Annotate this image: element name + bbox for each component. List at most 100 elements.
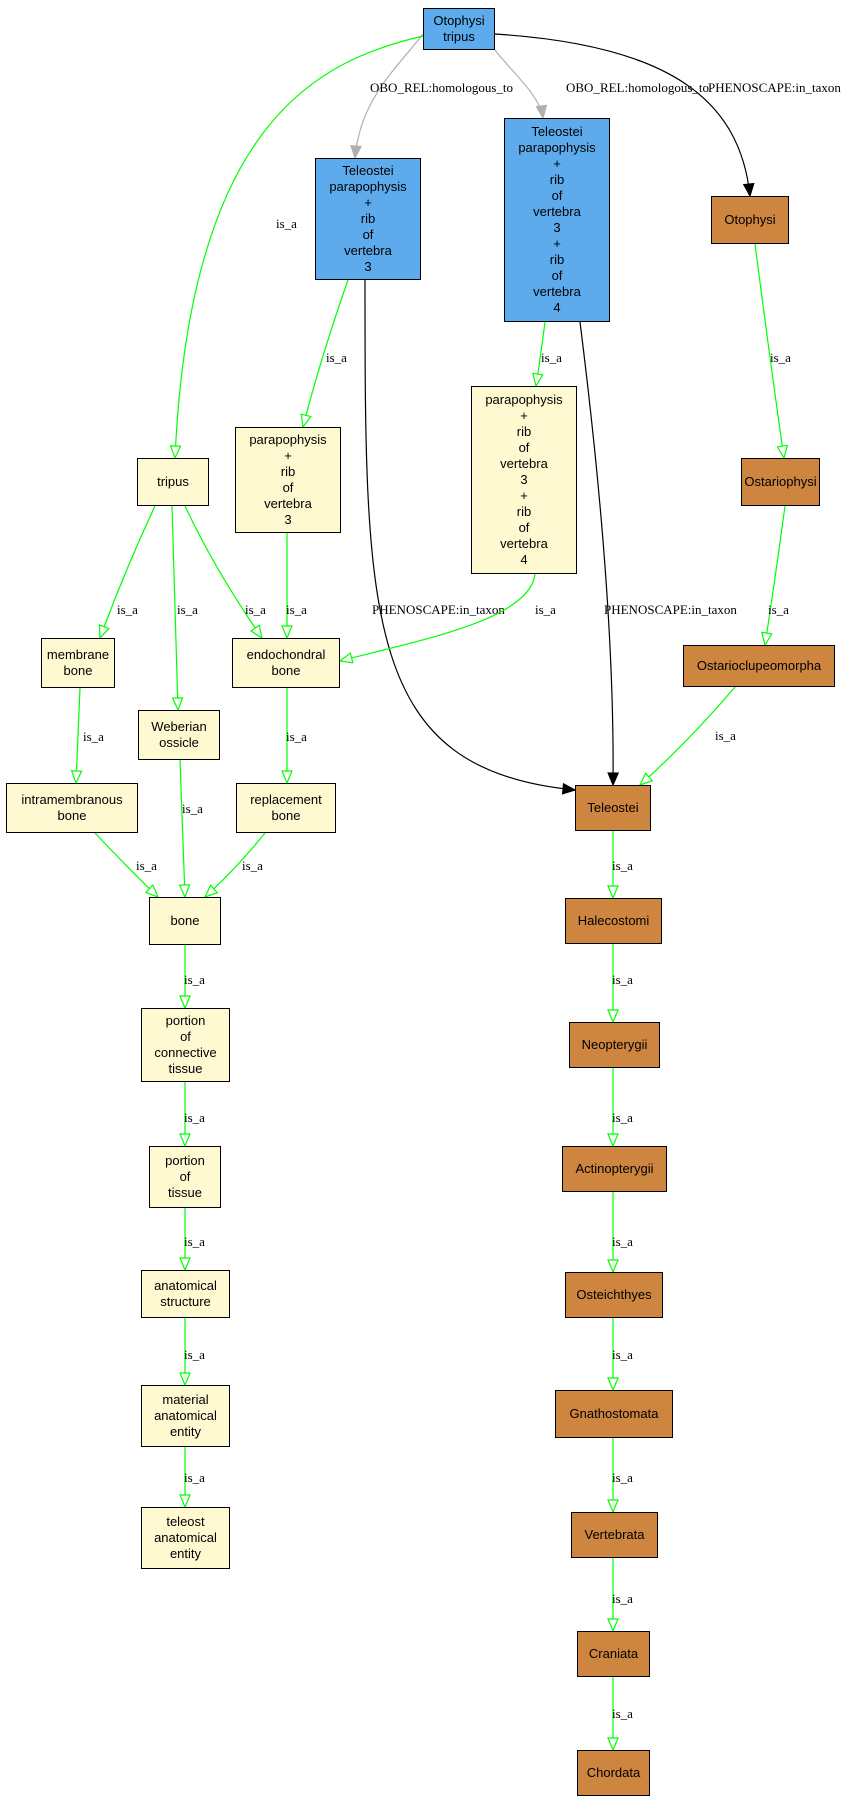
node-bone: bone <box>149 897 221 945</box>
arrowhead <box>281 770 293 785</box>
edge-label: is_a <box>184 1234 205 1249</box>
edge-label: is_a <box>177 602 198 617</box>
edge-label: is_a <box>770 350 791 365</box>
edge-label: is_a <box>326 350 347 365</box>
node-portion-ct: portion of connective tissue <box>141 1008 230 1082</box>
edge-label: is_a <box>245 602 266 617</box>
arrowhead <box>179 1257 191 1272</box>
arrowhead <box>535 104 548 120</box>
node-pp34: parapophysis + rib of vertebra 3 + rib o… <box>471 386 577 574</box>
edge-label: is_a <box>117 602 138 617</box>
edge-label: PHENOSCAPE:in_taxon <box>372 602 505 617</box>
node-intramembranous: intramembranous bone <box>6 783 138 833</box>
node-pp3: parapophysis + rib of vertebra 3 <box>235 427 341 533</box>
node-osteichthyes: Osteichthyes <box>565 1272 663 1318</box>
edge-label: is_a <box>276 216 297 231</box>
edge-label: is_a <box>83 729 104 744</box>
arrowhead <box>70 770 83 785</box>
arrowhead <box>179 995 191 1010</box>
node-endochondral: endochondral bone <box>232 638 340 688</box>
arrowhead <box>607 772 620 787</box>
edge-label: is_a <box>612 1706 633 1721</box>
edge-label: is_a <box>136 858 157 873</box>
arrowhead <box>607 1499 619 1514</box>
node-weberian: Weberian ossicle <box>138 710 220 760</box>
edge-label: is_a <box>612 858 633 873</box>
arrowhead <box>607 1009 619 1024</box>
node-neopterygii: Neopterygii <box>569 1022 660 1068</box>
node-craniata: Craniata <box>577 1631 650 1677</box>
edge-label: is_a <box>184 1347 205 1362</box>
edge-tel_pp3-teleostei <box>364 279 576 791</box>
node-actinopterygii: Actinopterygii <box>562 1146 667 1192</box>
arrowhead <box>300 413 312 429</box>
edge-label: is_a <box>184 1110 205 1125</box>
arrowhead <box>171 697 184 712</box>
edge-label: PHENOSCAPE:in_taxon <box>604 602 737 617</box>
node-ostarioclupeomorpha: Ostarioclupeomorpha <box>683 645 835 687</box>
edge-label: is_a <box>184 1470 205 1485</box>
edge-label: is_a <box>612 1470 633 1485</box>
arrowhead <box>607 885 619 900</box>
arrowhead <box>144 884 160 899</box>
arrowhead <box>203 884 219 899</box>
edge-label: is_a <box>286 602 307 617</box>
arrowhead <box>638 772 654 787</box>
arrowhead <box>179 1494 191 1509</box>
edge-otophysi_tripus-otophysi <box>494 33 751 197</box>
arrowhead <box>761 631 773 647</box>
edge-ostariophysi-ostarioclupeomorpha <box>764 505 786 646</box>
edge-otophysi_tripus-tel_pp3 <box>354 33 424 159</box>
arrowhead <box>532 372 544 388</box>
arrowhead <box>179 1372 191 1387</box>
arrowhead <box>281 625 293 640</box>
edge-label: is_a <box>612 1110 633 1125</box>
edge-label: is_a <box>612 1234 633 1249</box>
edge-otophysi-ostariophysi <box>754 243 785 459</box>
arrowhead <box>776 444 789 460</box>
edge-pp34-endochondral <box>339 573 536 662</box>
node-portion-t: portion of tissue <box>149 1146 221 1208</box>
node-replacement: replacement bone <box>236 783 336 833</box>
node-chordata: Chordata <box>577 1750 650 1796</box>
node-tripus: tripus <box>137 458 209 506</box>
arrowhead <box>607 1737 619 1752</box>
node-otophysi: Otophysi <box>711 196 789 244</box>
edge-tripus-weberian <box>171 505 179 711</box>
edge-otophysi_tripus-tripus <box>174 35 424 459</box>
edge-label: OBO_REL:homologous_to <box>370 80 513 95</box>
edge-label: OBO_REL:homologous_to <box>566 80 709 95</box>
arrowhead <box>179 1133 191 1148</box>
edge-label: is_a <box>242 858 263 873</box>
arrowhead <box>98 624 110 640</box>
arrowhead <box>607 1259 619 1274</box>
edge-label: PHENOSCAPE:in_taxon <box>708 80 841 95</box>
edge-label: is_a <box>182 801 203 816</box>
edge-label: is_a <box>612 1591 633 1606</box>
edge-label: is_a <box>286 729 307 744</box>
node-tel-pp3: Teleostei parapophysis + rib of vertebra… <box>315 158 421 280</box>
arrowhead <box>350 144 362 160</box>
arrowhead <box>607 1377 619 1392</box>
edge-label: is_a <box>541 350 562 365</box>
arrowhead <box>742 182 755 198</box>
edge-label: is_a <box>612 1347 633 1362</box>
arrowhead <box>607 1133 619 1148</box>
node-anat-struct: anatomical structure <box>141 1270 230 1318</box>
edge-weberian-bone <box>179 759 186 898</box>
arrowhead <box>338 652 354 664</box>
arrowhead <box>561 782 577 795</box>
arrowhead <box>178 884 191 899</box>
edge-label: is_a <box>715 728 736 743</box>
edge-label: is_a <box>612 972 633 987</box>
arrowhead <box>169 445 182 460</box>
arrowhead <box>607 1618 619 1633</box>
edge-membrane_bone-intramembranous <box>75 687 81 784</box>
edge-label: is_a <box>768 602 789 617</box>
node-gnathostomata: Gnathostomata <box>555 1390 673 1438</box>
node-tel-pp34: Teleostei parapophysis + rib of vertebra… <box>504 118 610 322</box>
edge-tel_pp34-teleostei <box>579 321 614 786</box>
node-vertebrata: Vertebrata <box>571 1512 658 1558</box>
edge-label: is_a <box>535 602 556 617</box>
